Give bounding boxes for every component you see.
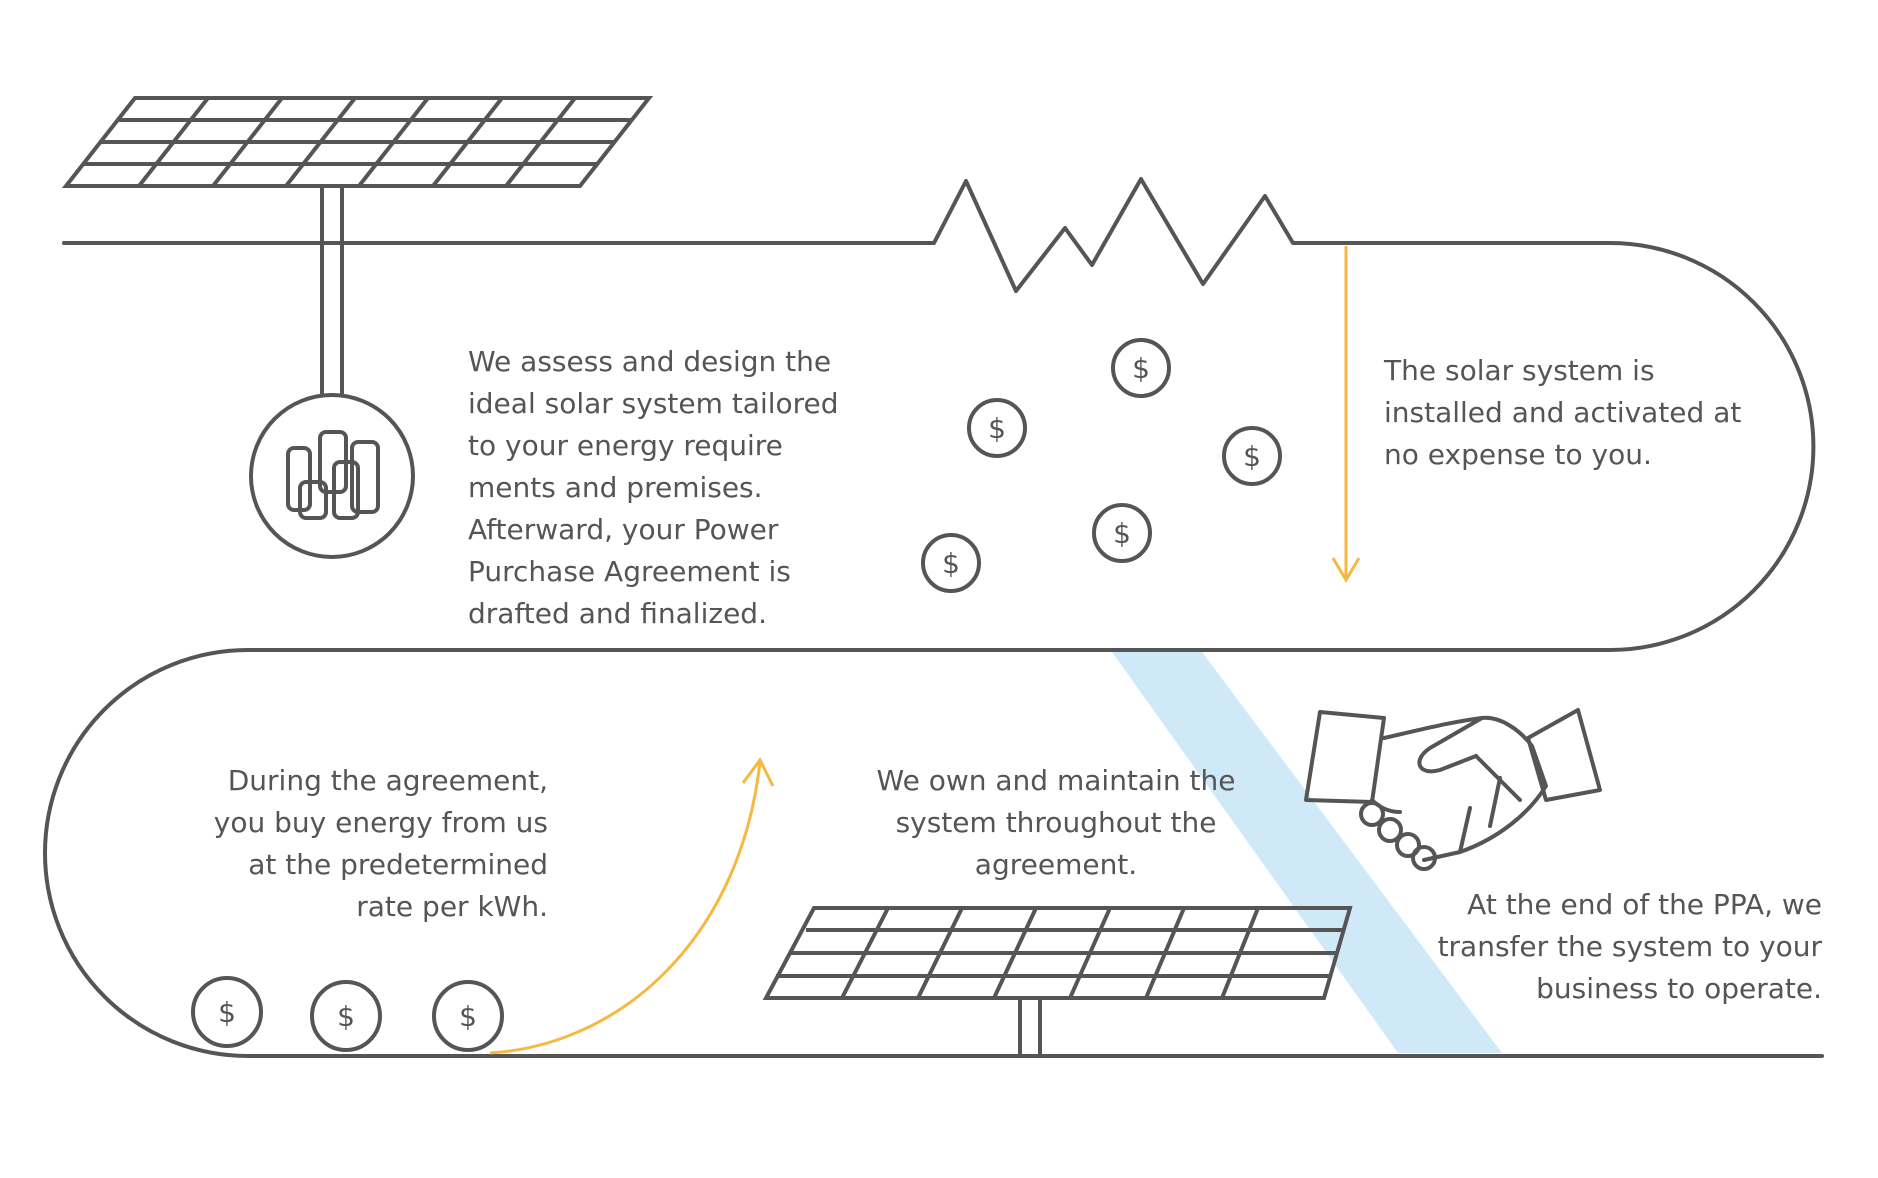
handshake-icon (1304, 708, 1602, 871)
step-text-line: We own and maintain the (876, 764, 1236, 797)
step-text-line: no expense to you. (1384, 438, 1652, 471)
step-text-line: At the end of the PPA, we (1467, 888, 1822, 921)
step-text-line: During the agreement, (227, 764, 548, 797)
dollar-sign-label: $ (1113, 517, 1131, 550)
step-text-line: business to operate. (1536, 972, 1822, 1005)
energy-purchase-arrow (489, 757, 775, 1055)
step-text-line: you buy energy from us (213, 806, 548, 839)
energy-cells-icon (249, 393, 415, 559)
step-text-line: rate per kWh. (356, 890, 548, 923)
dollar-sign-label: $ (1243, 440, 1261, 473)
dollar-sign-label: $ (988, 412, 1006, 445)
step-text-line: Purchase Agreement is (468, 555, 791, 588)
solar-panel-icon (762, 906, 1353, 1000)
step-maintain-text: We own and maintain the system throughout… (838, 760, 1274, 886)
installation-arrow (1331, 246, 1361, 583)
dollar-coin-icon: $ (1092, 503, 1152, 563)
solar-panel-icon (61, 96, 654, 188)
dollar-coin-icon: $ (1111, 338, 1171, 398)
dollar-coin-icon: $ (432, 980, 504, 1052)
dollar-coin-icon: $ (1222, 426, 1282, 486)
panel-mast (1018, 998, 1042, 1054)
step-text-line: The solar system is (1384, 354, 1655, 387)
step-text-line: Afterward, your Power (468, 513, 779, 546)
step-text-line: transfer the system to your (1437, 930, 1822, 963)
dollar-coin-icon: $ (967, 398, 1027, 458)
dollar-coin-icon: $ (310, 980, 382, 1052)
step-text-line: agreement. (974, 848, 1138, 881)
dollar-coin-icon: $ (191, 976, 263, 1048)
step-install-text: The solar system is installed and activat… (1384, 350, 1741, 476)
panel-mast (320, 186, 344, 395)
dollar-sign-label: $ (218, 996, 236, 1029)
dollar-sign-label: $ (1132, 352, 1150, 385)
step-text-line: ideal solar system tailored (468, 387, 839, 420)
step-text-line: We assess and design the (468, 345, 832, 378)
dollar-sign-label: $ (337, 1000, 355, 1033)
dollar-coin-icon: $ (921, 533, 981, 593)
step-text-line: ments and premises. (468, 471, 763, 504)
dollar-sign-label: $ (942, 547, 960, 580)
step-text-line: at the predetermined (248, 848, 548, 881)
step-text-line: system throughout the (895, 806, 1217, 839)
dollar-sign-label: $ (459, 1000, 477, 1033)
step-transfer-text: At the end of the PPA, we transfer the sy… (1438, 884, 1822, 1010)
step-text-line: to your energy require (468, 429, 783, 462)
flow-path (43, 177, 1824, 1058)
step-text-line: drafted and finalized. (468, 597, 767, 630)
highlight-band (1112, 652, 1502, 1053)
step-assess-text: We assess and design the ideal solar syst… (468, 341, 839, 635)
step-buy-text: During the agreement, you buy energy from… (214, 760, 548, 928)
step-text-line: installed and activated at (1384, 396, 1742, 429)
